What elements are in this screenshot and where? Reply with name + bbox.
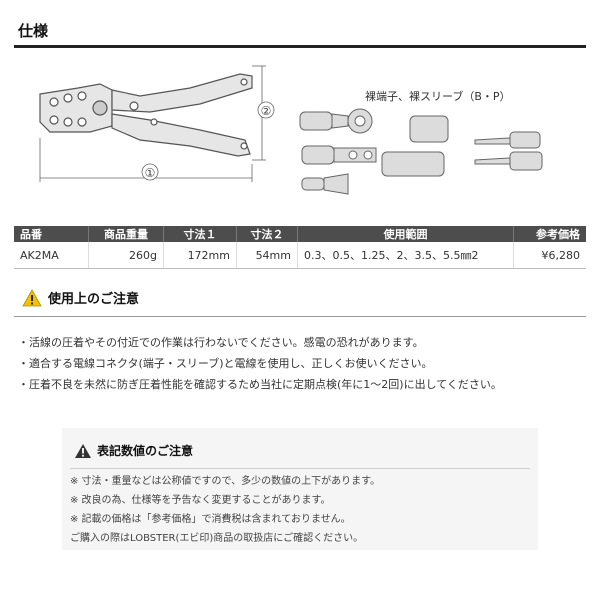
cell-dimension-1: 172mm (163, 242, 237, 269)
cell-usage-range: 0.3、0.5、1.25、2、3.5、5.5㎜2 (297, 242, 514, 269)
terminals-caption: 裸端子、裸スリーブ（B・P） (365, 90, 511, 103)
caution-divider (14, 316, 586, 317)
cell-dimension-2: 54mm (236, 242, 298, 269)
dimension-1-label: ① (145, 166, 156, 180)
list-item: ※ 記載の価格は「参考価格」で消費税は含まれておりません。 (70, 514, 351, 525)
caution-list: 活線の圧着やその付近での作業は行わないでください。感電の恐れがあります。 適合す… (18, 332, 502, 395)
section-title: 仕様 (18, 22, 49, 40)
warning-icon (75, 443, 91, 458)
list-item: 圧着不良を未然に防ぎ圧着性能を確認するため当社に定期点検(年に1～2回)に出して… (18, 374, 502, 395)
product-figure: ② ① (30, 60, 590, 220)
list-item: ご購入の際はLOBSTER(エビ印)商品の取扱店にご確認ください。 (70, 533, 364, 544)
spec-table-header: 品番 商品重量 寸法１ 寸法２ 使用範囲 参考価格 (14, 226, 586, 242)
header-weight: 商品重量 (88, 226, 164, 242)
list-item: ※ 改良の為、仕様等を予告なく変更することがあります。 (70, 495, 331, 506)
caution-heading: 使用上のご注意 (22, 288, 139, 307)
notice-heading: 表記数値のご注意 (74, 442, 193, 459)
header-usage-range: 使用範囲 (297, 226, 514, 242)
notice-title: 表記数値のご注意 (97, 444, 194, 458)
header-price: 参考価格 (513, 226, 586, 242)
cell-price: ¥6,280 (513, 242, 586, 269)
crimping-tool-illustration: ② ① (39, 65, 543, 195)
header-dimension-2: 寸法２ (236, 226, 298, 242)
notice-list: ※ 寸法・重量などは公称値ですので、多少の数値の上下があります。 ※ 改良の為、… (70, 472, 380, 548)
header-dimension-1: 寸法１ (163, 226, 237, 242)
header-part-number: 品番 (14, 226, 89, 242)
spec-table: 品番 商品重量 寸法１ 寸法２ 使用範囲 参考価格 AK2MA 260g 172… (14, 226, 586, 269)
list-item: 適合する電線コネクタ(端子・スリーブ)と電線を使用し、正しくお使いください。 (18, 353, 502, 374)
dimension-2-label: ② (261, 104, 272, 118)
cell-weight: 260g (88, 242, 164, 269)
notice-divider (70, 468, 530, 469)
terminals-illustration (299, 108, 543, 195)
notice-box: 表記数値のご注意 ※ 寸法・重量などは公称値ですので、多少の数値の上下があります… (62, 428, 538, 550)
list-item: ※ 寸法・重量などは公称値ですので、多少の数値の上下があります。 (70, 476, 381, 487)
section-divider (14, 45, 586, 48)
list-item: 活線の圧着やその付近での作業は行わないでください。感電の恐れがあります。 (18, 332, 502, 353)
caution-title: 使用上のご注意 (48, 292, 140, 307)
table-row: AK2MA 260g 172mm 54mm 0.3、0.5、1.25、2、3.5… (14, 242, 586, 269)
warning-icon (22, 288, 42, 306)
cell-part-number: AK2MA (14, 242, 89, 269)
